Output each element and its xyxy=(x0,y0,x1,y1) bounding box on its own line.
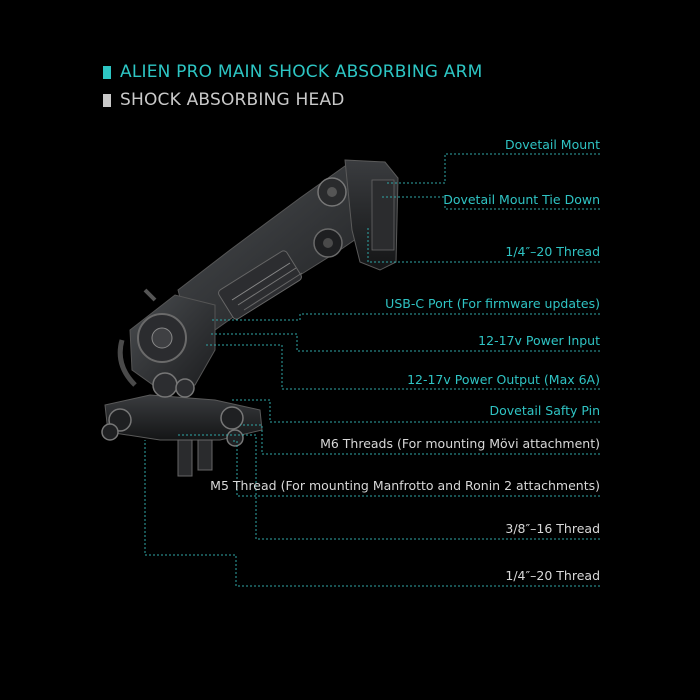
callout-label: M5 Thread (For mounting Manfrotto and Ro… xyxy=(210,478,600,493)
shock-absorbing-head xyxy=(101,372,263,477)
callout-label: Dovetail Safty Pin xyxy=(489,403,600,418)
callout-label: 1/4″–20 Thread xyxy=(505,568,600,583)
legend-head-swatch xyxy=(103,93,111,107)
callout-label: Dovetail Mount Tie Down xyxy=(443,192,600,207)
callout-label: 12-17v Power Output (Max 6A) xyxy=(407,372,600,387)
leader-lines xyxy=(144,153,600,587)
callout-label: M6 Threads (For mounting Mövi attachment… xyxy=(320,436,600,451)
callout-label: 1/4″–20 Thread xyxy=(505,244,600,259)
legend-arm-swatch xyxy=(103,65,111,79)
legend-head-label: SHOCK ABSORBING HEAD xyxy=(120,90,345,110)
callout-label: 3/8″–16 Thread xyxy=(505,521,600,536)
legend-head: SHOCK ABSORBING HEAD xyxy=(103,90,345,110)
shock-spring xyxy=(218,250,303,320)
callout-label: USB-C Port (For firmware updates) xyxy=(385,296,600,311)
callout-label: Dovetail Mount xyxy=(504,137,600,152)
legend-arm: ALIEN PRO MAIN SHOCK ABSORBING ARM xyxy=(103,62,483,82)
callout-label: 12-17v Power Input xyxy=(478,333,600,348)
legend-arm-label: ALIEN PRO MAIN SHOCK ABSORBING ARM xyxy=(120,62,483,82)
